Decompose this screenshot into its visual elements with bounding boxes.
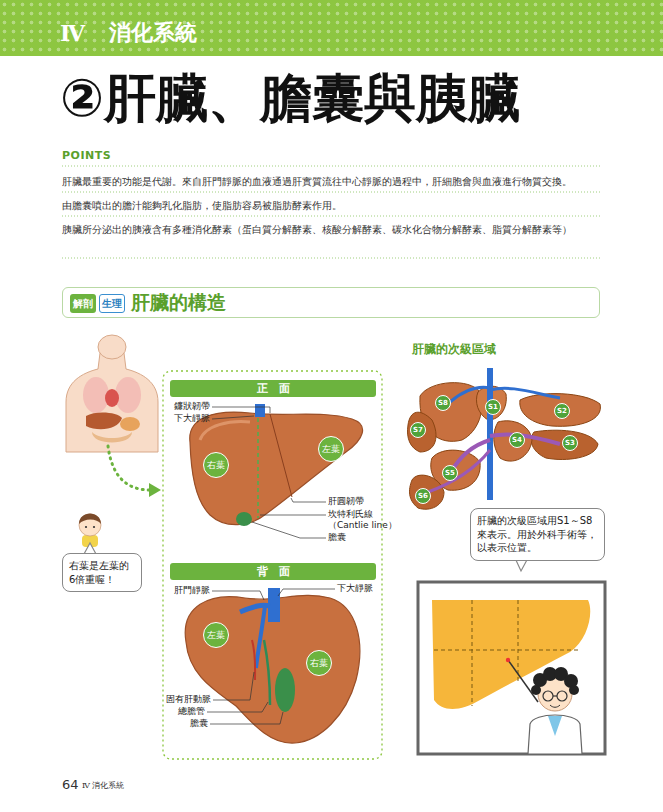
part-label: 肝門靜脈 bbox=[174, 585, 210, 596]
node-text: 左葉 bbox=[322, 443, 340, 456]
point-text: 由膽囊噴出的膽汁能夠乳化脂肪，使脂肪容易被脂肪酵素作用。 bbox=[62, 198, 662, 214]
point-text: 胰臟所分泌出的胰液含有多種消化酵素（蛋白質分解酵素、核酸分解酵素、碳水化合物分解… bbox=[62, 222, 652, 238]
segment-badge: S1 bbox=[485, 399, 501, 415]
node-text: S8 bbox=[438, 399, 448, 407]
lobe-badge: 右葉 bbox=[306, 650, 332, 676]
node-text: 生理 bbox=[102, 297, 122, 311]
node-text: S6 bbox=[418, 492, 428, 500]
segment-badge: S8 bbox=[435, 395, 451, 411]
node-text: S4 bbox=[512, 436, 522, 444]
segment-badge: S4 bbox=[509, 432, 525, 448]
section-header: 肝臟的構造 解剖生理 bbox=[62, 287, 600, 318]
part-label: 總膽管 bbox=[178, 706, 205, 717]
lobe-badge: 右葉 bbox=[203, 452, 229, 478]
lobe-badge: 左葉 bbox=[318, 436, 344, 462]
node-text: S5 bbox=[445, 469, 455, 477]
figure-heading: 肝臟的次級區域 bbox=[412, 342, 496, 357]
node-text: S1 bbox=[488, 403, 498, 411]
chapter-band: Ⅳ 消化系統 bbox=[0, 0, 663, 56]
node-text: 正 面 bbox=[257, 381, 290, 396]
part-label: 肝圓韌帶 bbox=[328, 496, 364, 507]
segment-badge: S5 bbox=[442, 465, 458, 481]
lobe-badge: 左葉 bbox=[203, 622, 229, 648]
tag-chip: 解剖 bbox=[70, 294, 96, 313]
node-text: 背 面 bbox=[257, 564, 290, 579]
view-band: 正 面 bbox=[170, 380, 376, 397]
chapter-title: Ⅳ bbox=[60, 20, 85, 46]
part-label: 鐮狀韌帶 bbox=[174, 401, 210, 412]
speech-bubble: 肝臟的次級區域用S1～S8來表示。用於外科手術等，以表示位置。 bbox=[470, 508, 605, 561]
node-text: 右葉是左葉的6倍重喔！ bbox=[69, 559, 135, 586]
page-title: ②肝臟、膽囊與胰臟 bbox=[60, 70, 520, 127]
segment-badge: S3 bbox=[562, 435, 578, 451]
view-band: 背 面 bbox=[170, 563, 376, 580]
node-text: 右葉 bbox=[207, 459, 225, 472]
part-label: 膽囊 bbox=[328, 532, 346, 543]
segment-badge: S7 bbox=[410, 422, 426, 438]
part-label: 下大靜脈 bbox=[337, 583, 373, 594]
point-text: 肝臟最重要的功能是代謝。來自肝門靜脈的血液通過肝實質流往中心靜脈的過程中，肝細胞… bbox=[62, 174, 662, 190]
node-text: S7 bbox=[413, 426, 423, 434]
part-label: 下大靜脈 bbox=[174, 413, 210, 424]
node-text: 肝臟的次級區域用S1～S8來表示。用於外科手術等，以表示位置。 bbox=[477, 514, 598, 555]
chapter-number: Ⅳ bbox=[82, 781, 90, 791]
part-label: 固有肝動脈 bbox=[166, 694, 211, 705]
speech-bubble: 右葉是左葉的6倍重喔！ bbox=[62, 553, 142, 592]
node-text: S3 bbox=[565, 439, 575, 447]
chapter-name: 消化系統 bbox=[92, 781, 124, 791]
tag-chip: 生理 bbox=[99, 294, 125, 313]
points-heading: POINTS bbox=[62, 149, 111, 163]
node-text: 解剖 bbox=[73, 297, 93, 311]
part-label: 膽囊 bbox=[190, 718, 208, 729]
chapter-title: 消化系統 bbox=[109, 18, 197, 48]
node-text: S2 bbox=[557, 407, 567, 415]
node-text: 肝臟的構造 bbox=[131, 290, 226, 316]
page-number: 64 bbox=[62, 777, 79, 793]
node-text: 右葉 bbox=[310, 657, 328, 670]
segment-badge: S6 bbox=[415, 488, 431, 504]
part-label: 坎特利氏線 （Cantlie line） bbox=[328, 509, 403, 532]
node-text: 左葉 bbox=[207, 629, 225, 642]
segment-badge: S2 bbox=[554, 403, 570, 419]
